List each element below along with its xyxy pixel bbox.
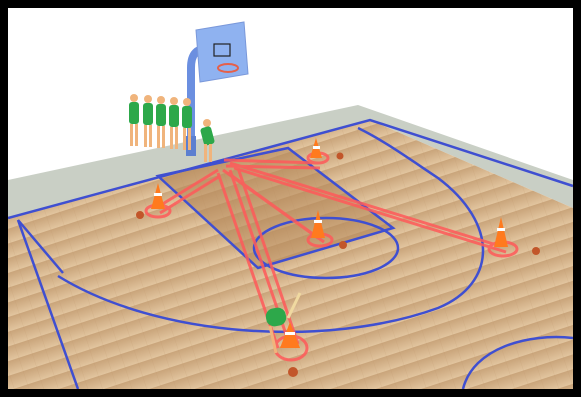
player-figure-icon (129, 94, 139, 146)
player-figure-icon (169, 97, 179, 149)
basketball-icon (532, 247, 540, 255)
backboard (196, 22, 248, 82)
court-illustration (8, 8, 573, 389)
player-figure-icon (156, 96, 166, 148)
basketball-icon (339, 241, 347, 249)
pass-line (226, 166, 320, 168)
basketball-icon (288, 367, 298, 377)
player-figure-icon (143, 95, 153, 147)
basketball-icon (136, 211, 144, 219)
basketball-icon (337, 153, 344, 160)
court-scene (8, 8, 573, 389)
